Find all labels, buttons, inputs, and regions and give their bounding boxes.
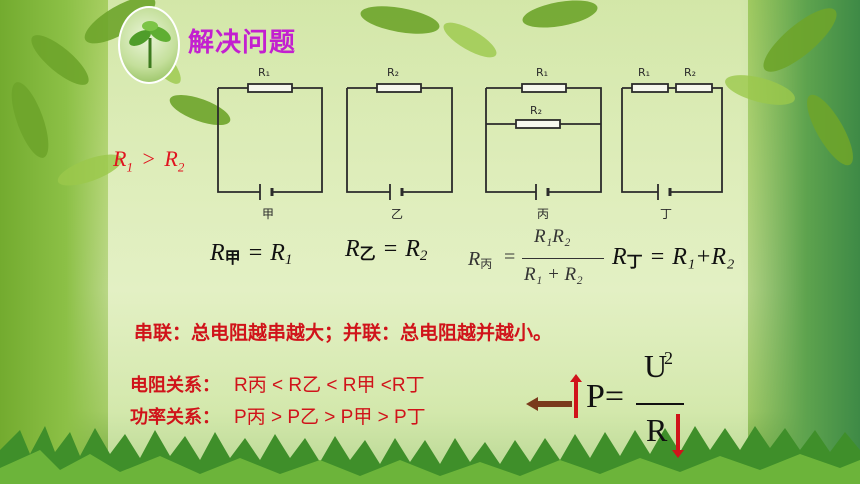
up-arrow-icon [570,374,582,418]
label-bing-r1: R₁ [536,66,548,79]
formula-jia: R甲=R1 [210,240,293,268]
label-bing-r2: R₂ [530,104,542,117]
label-jia-r1: R₁ [258,66,270,79]
formula-bing: R丙 = R₁R₂ R₁ + R₂ [468,226,608,296]
formula-yi: R乙=R2 [345,236,428,264]
formula-ding: R丁=R₁+R₂ [612,244,735,271]
caption-jia: 甲 [262,207,274,221]
power-formula: P= U 2 R [570,348,712,458]
label-ding-r2: R₂ [684,66,696,79]
down-arrow-icon [672,414,684,458]
page-title: 解决问题 [188,27,297,57]
power-fraction-bar [636,403,684,405]
plant-icon [118,6,180,84]
resistance-condition: R1 > R2 [113,146,185,175]
title-area: 解决问题 [118,6,358,86]
power-relation: 功率关系：P丙 > P乙 > P甲 > P丁 [130,407,426,428]
fraction-numerator: R₁R₂ [534,226,571,247]
fraction-denominator: R₁ + R₂ [524,264,583,285]
series-parallel-rule: 串联：总电阻越串越大；并联：总电阻越并越小。 [134,323,553,344]
grass-decoration [0,426,860,484]
resistance-relation: 电阻关系：R丙 < R乙 < R甲 <R丁 [130,375,425,396]
caption-bing: 丙 [537,207,549,221]
label-ding-r1: R₁ [638,66,650,79]
left-arrow-icon [526,397,572,411]
fraction-bar [522,258,604,259]
caption-ding: 丁 [660,207,672,221]
caption-yi: 乙 [391,207,403,221]
label-yi-r2: R₂ [387,66,399,79]
